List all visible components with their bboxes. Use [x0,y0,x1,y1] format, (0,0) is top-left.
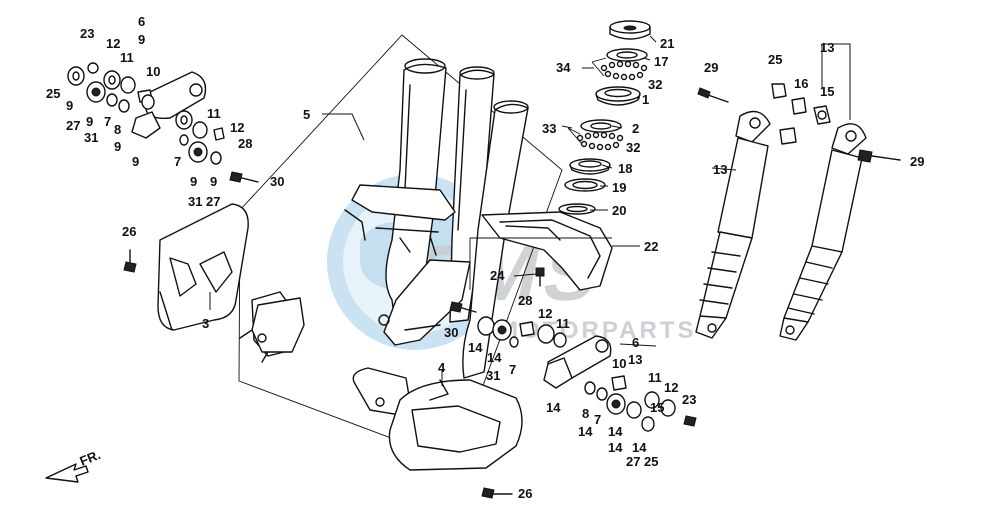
callout: 14 [487,350,502,365]
link-arm-right [449,301,697,499]
callout: 15 [650,400,664,415]
callout: 13 [820,40,834,55]
callout: 23 [682,392,696,407]
callout: 11 [120,50,134,65]
shock-absorber-left [695,110,771,339]
callout: 14 [632,440,647,455]
callout: 28 [518,293,532,308]
callout: 6 [632,335,639,350]
callout: 16 [794,76,808,91]
callout: 24 [490,268,505,283]
callout: 21 [660,36,674,51]
callout: 9 [210,174,217,189]
callout: 30 [270,174,284,189]
callout: 3 [202,316,209,331]
fork-bridge [257,184,471,407]
callout: 29 [704,60,718,75]
callout: 10 [612,356,626,371]
callout: 11 [207,106,221,121]
callout: 26 [122,224,136,239]
callout: 22 [644,239,658,254]
callout: 7 [174,154,181,169]
cover-front [388,379,523,471]
link-arm-left [67,62,259,273]
callout: 5 [303,107,310,122]
callout: 9 [66,98,73,113]
shock-hardware [697,83,901,163]
callout: 14 [546,400,561,415]
callout: 18 [618,161,632,176]
callout: 28 [238,136,252,151]
callout: 31 [188,194,202,209]
steering-stack [469,20,651,291]
callout: 11 [556,316,570,331]
callout: 14 [578,424,593,439]
callout: 25 [644,454,658,469]
callout: 8 [582,406,589,421]
callout: 23 [80,26,94,41]
callout: 33 [542,121,556,136]
callout: 13 [628,352,642,367]
callout: 32 [626,140,640,155]
callout: 27 [206,194,220,209]
callout: 17 [654,54,668,69]
callout: 31 [84,130,98,145]
callout: 12 [664,380,678,395]
callout: 32 [648,77,662,92]
bearing-balls-bottom [576,131,624,151]
callout: 15 [820,84,834,99]
shock-absorber-right [779,123,867,341]
callout: 1 [642,92,649,107]
callout: 9 [138,32,145,47]
callout: 30 [444,325,458,340]
callout: 31 [486,368,500,383]
leader-lines [209,35,851,386]
callout: 20 [612,203,626,218]
callout: 12 [538,306,552,321]
callout: 19 [612,180,626,195]
callout: 8 [114,122,121,137]
callout: 12 [230,120,244,135]
callout: 4 [438,360,446,375]
cover-left [157,203,249,331]
fork-leg-center [449,66,495,323]
callout: 9 [114,139,121,154]
fork-assembly-box [238,34,563,463]
direction-arrow-icon: FR. [45,447,103,483]
callout-labels: 1 2 3 4 5 6 6 7 7 7 7 8 8 9 9 9 9 9 9 9 … [46,14,924,501]
fork-leg-right [352,100,529,416]
bearing-balls-top [600,60,648,81]
callout: 27 [66,118,80,133]
callout: 25 [46,86,60,101]
callout: 2 [632,121,639,136]
callout: 29 [910,154,924,169]
callout: 6 [138,14,145,29]
callout: 14 [608,424,623,439]
direction-label: FR. [78,447,103,469]
callout: 7 [104,114,111,129]
callout: 7 [594,412,601,427]
callout: 27 [626,454,640,469]
callout: 14 [468,340,483,355]
callout: 26 [518,486,532,501]
callout: 12 [106,36,120,51]
callout: 14 [608,440,623,455]
callout: 25 [768,52,782,67]
callout: 7 [509,362,516,377]
callout: 11 [648,370,662,385]
callout: 9 [190,174,197,189]
callout: 9 [86,114,93,129]
callout: 34 [556,60,571,75]
callout: 13 [713,162,727,177]
callout: 9 [132,154,139,169]
callout: 10 [146,64,160,79]
